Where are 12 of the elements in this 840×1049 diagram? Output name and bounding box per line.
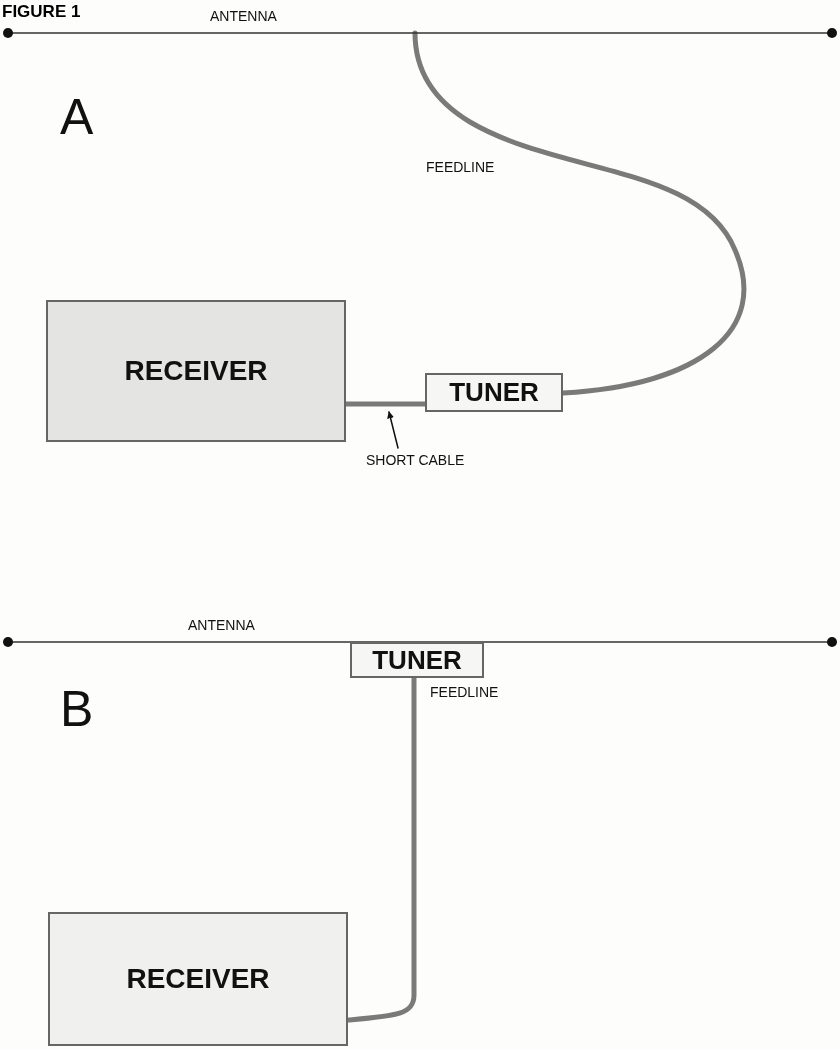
cable [412, 30, 747, 396]
receiver-box: RECEIVER [46, 300, 346, 442]
panel-letter: A [60, 92, 94, 142]
figure-title: FIGURE 1 [2, 2, 81, 22]
receiver-box: RECEIVER [48, 912, 348, 1046]
panel-letter: B [60, 684, 94, 734]
antenna-label: ANTENNA [210, 8, 277, 24]
tuner-box: TUNER [350, 642, 484, 678]
tuner-box: TUNER [425, 373, 563, 412]
callout-label: SHORT CABLE [366, 452, 486, 470]
leader-line [387, 411, 399, 449]
antenna-label: ANTENNA [188, 617, 255, 633]
